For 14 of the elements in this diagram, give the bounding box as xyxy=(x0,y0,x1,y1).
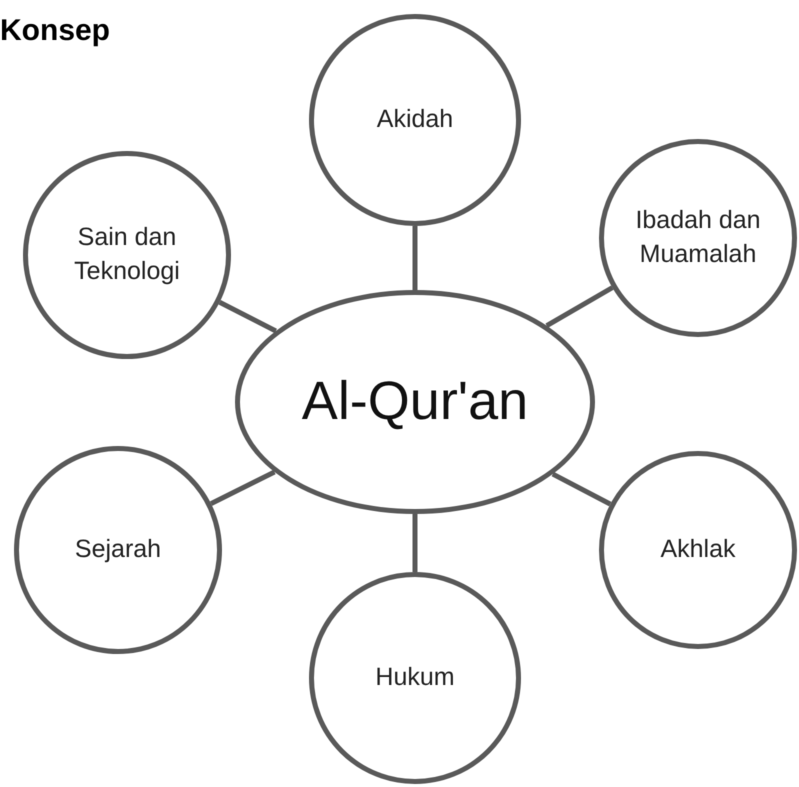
node-label: Ibadah dan Muamalah xyxy=(634,205,762,270)
node-label: Al-Qur'an xyxy=(302,370,528,434)
connector-line xyxy=(552,472,612,506)
node-label: Hukum xyxy=(375,662,455,694)
connector-line xyxy=(218,300,277,334)
connector-line xyxy=(210,470,276,506)
node-label: Akidah xyxy=(376,104,454,136)
connector-line xyxy=(412,226,418,290)
node-label: Sejarah xyxy=(74,534,162,566)
connector-line xyxy=(412,514,418,572)
node-label: Sain dan Teknologi xyxy=(73,222,181,287)
node-label: Akhlak xyxy=(660,534,736,566)
title: Konsep xyxy=(0,13,110,49)
connector-line xyxy=(545,285,614,328)
